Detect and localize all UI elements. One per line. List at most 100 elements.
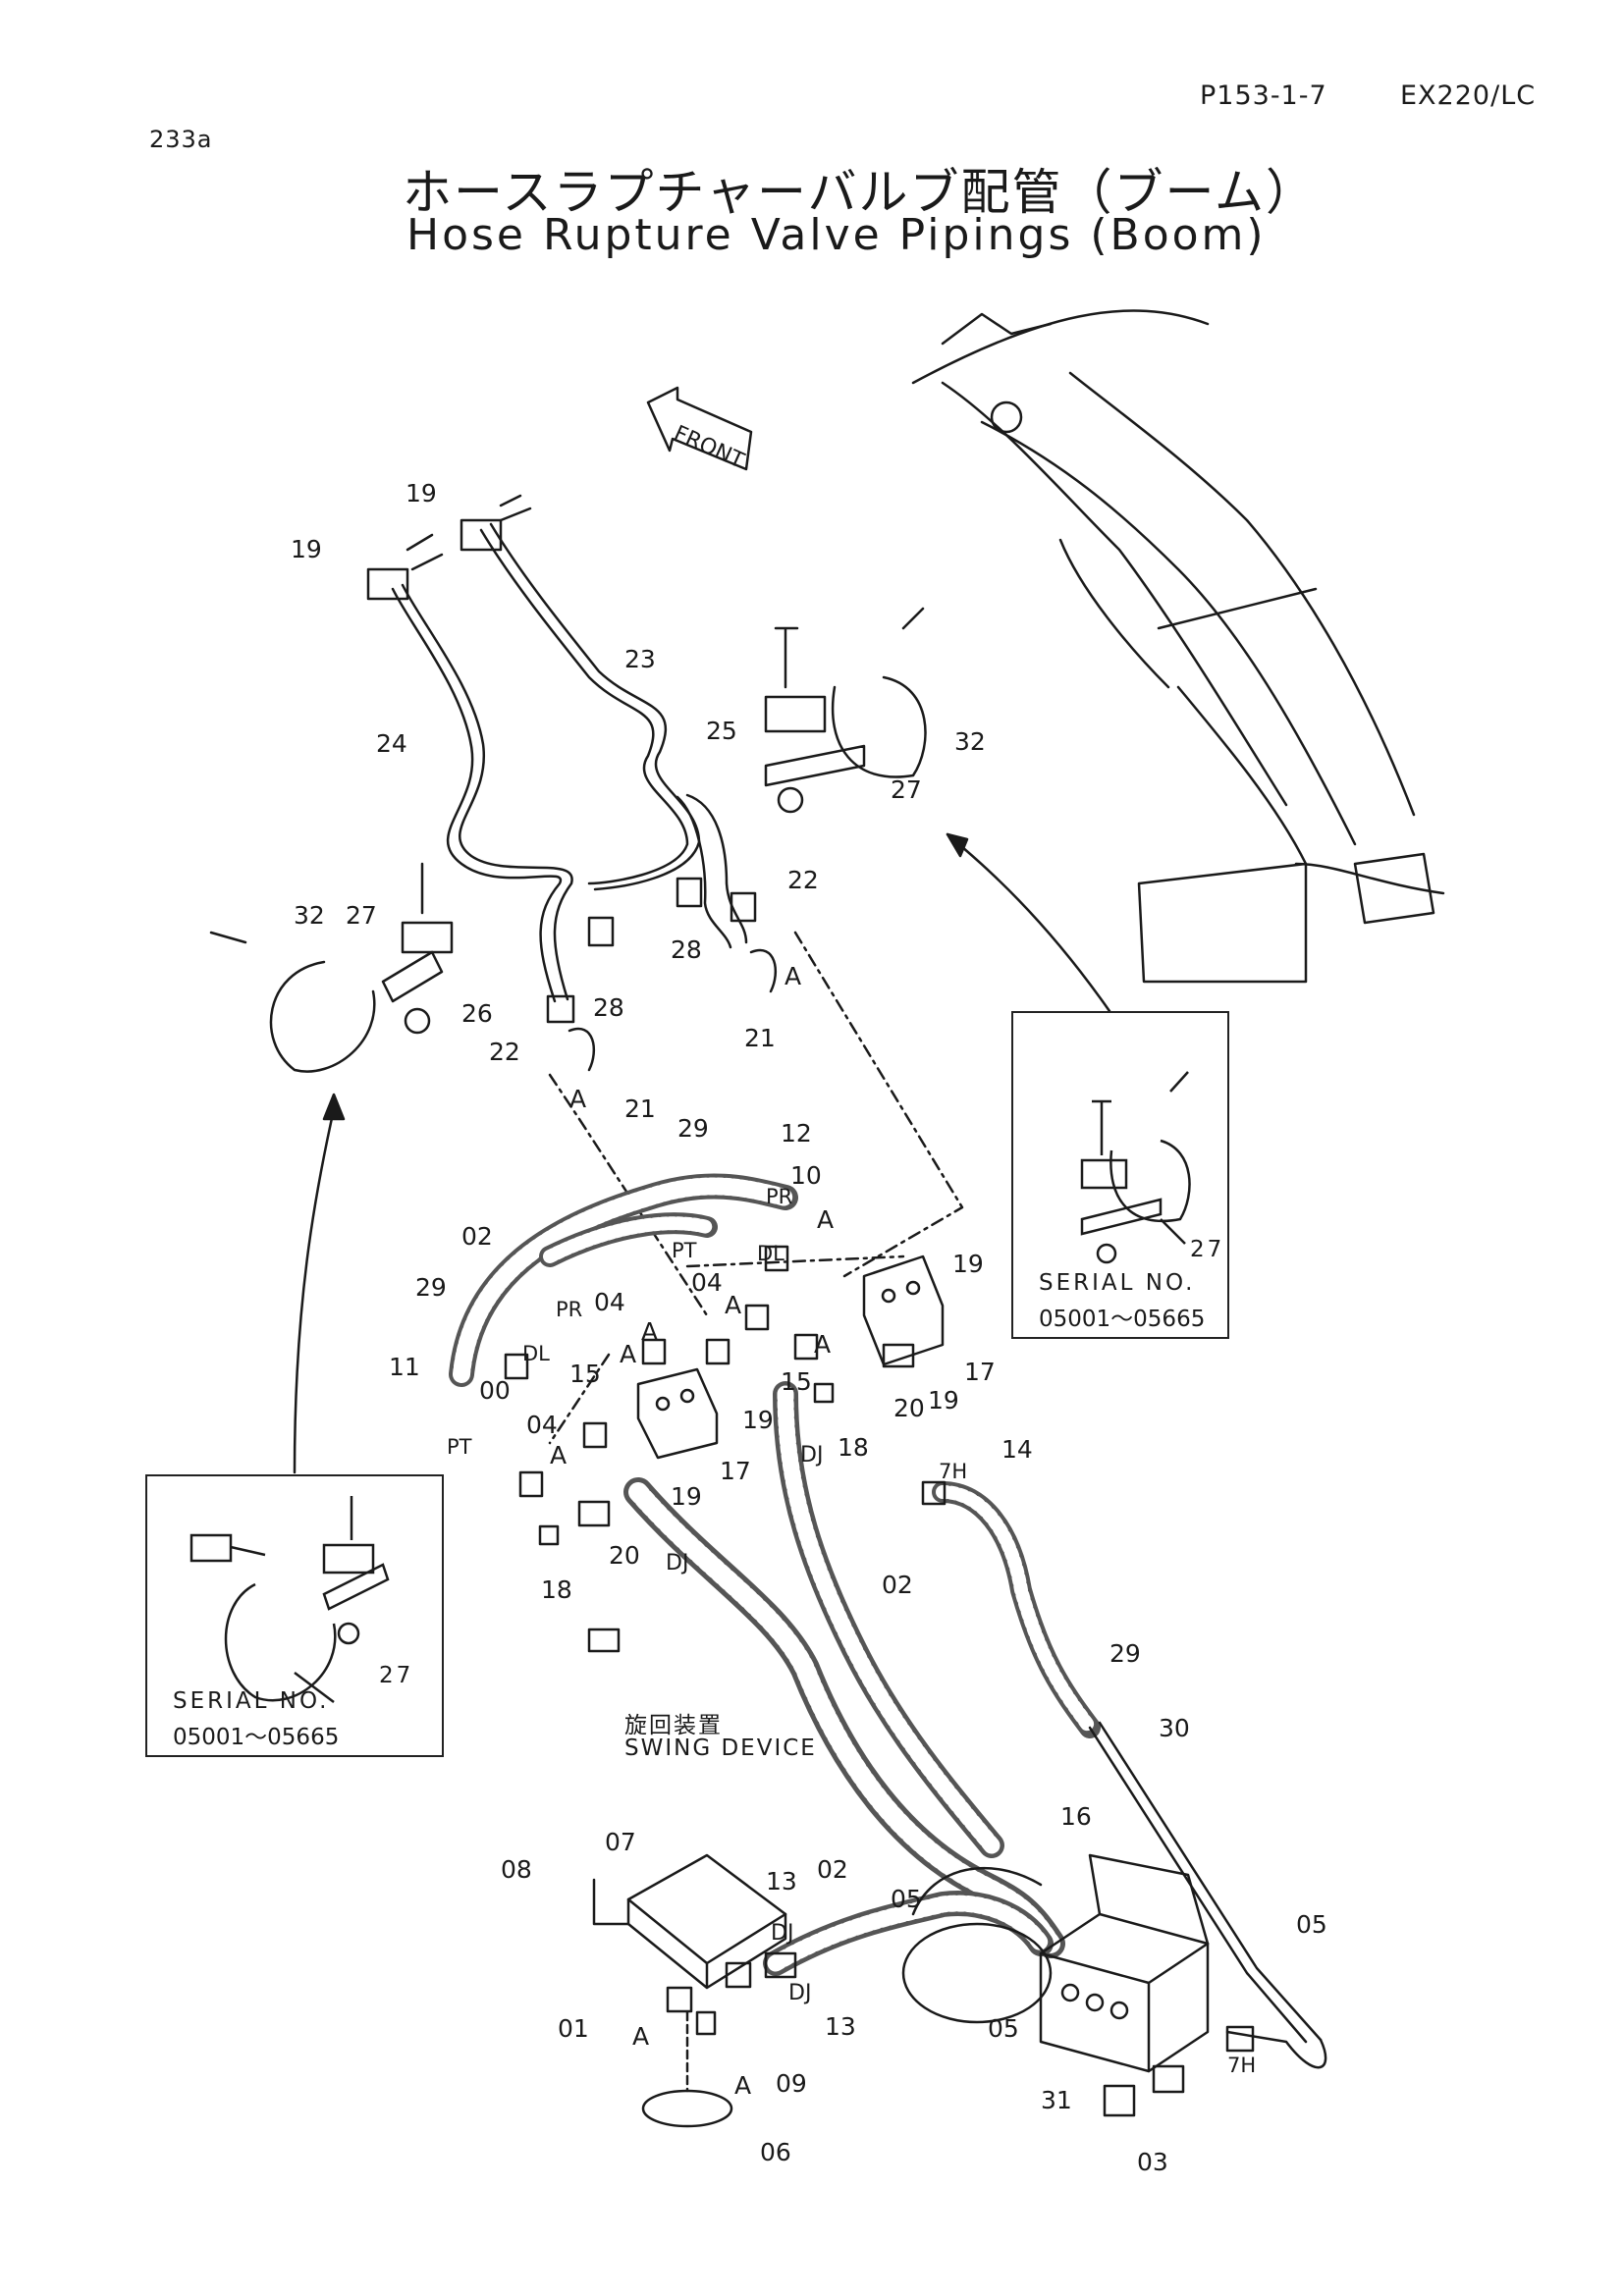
callout-label: 23 xyxy=(624,645,656,673)
callout-label: 05 xyxy=(988,2014,1019,2043)
callout-label: 25 xyxy=(706,717,737,745)
callout-label: 05 xyxy=(1296,1910,1327,1939)
elbow-21a xyxy=(749,948,778,993)
callout-label: 15 xyxy=(569,1360,601,1388)
callout-label: 19 xyxy=(952,1250,984,1278)
valve-block-17b xyxy=(636,1367,719,1460)
front-arrow-icon: FRONT xyxy=(646,386,753,474)
swing-device-label-en: SWING DEVICE xyxy=(624,1735,817,1761)
pipe-23 xyxy=(479,528,689,885)
callout-label: 00 xyxy=(479,1376,511,1405)
callout-label: DL xyxy=(757,1242,784,1265)
callout-label: 24 xyxy=(376,729,407,758)
callout-label: PT xyxy=(447,1435,472,1459)
fitting-28a xyxy=(676,877,703,908)
callout-label: 04 xyxy=(526,1411,558,1439)
callout-label: DL xyxy=(522,1342,550,1365)
callout-label: A xyxy=(620,1340,637,1368)
callout-label: A xyxy=(784,962,802,990)
clamp-assembly-left xyxy=(209,862,454,1073)
inset-right-serial-range: 05001～05665 xyxy=(1039,1307,1206,1332)
title-english: Hose Rupture Valve Pipings (Boom) xyxy=(406,210,1267,260)
callout-label: 21 xyxy=(624,1095,656,1123)
callout-label: PR xyxy=(556,1298,583,1321)
fitting-28c xyxy=(587,916,615,947)
model-code: EX220/LC xyxy=(1400,80,1537,111)
callout-label: 20 xyxy=(609,1541,640,1570)
callout-label: 19 xyxy=(671,1482,702,1511)
callout-label: 04 xyxy=(691,1268,723,1297)
callout-label: 27 xyxy=(346,901,377,930)
callout-label: 09 xyxy=(776,2069,807,2098)
callout-label: 06 xyxy=(760,2138,791,2166)
callout-label: PR xyxy=(766,1185,793,1208)
callout-label: DJ xyxy=(800,1443,824,1468)
callout-label: 13 xyxy=(825,2012,856,2041)
elbow-21b xyxy=(568,1027,596,1072)
callout-label: A xyxy=(569,1085,587,1113)
callout-label: DJ xyxy=(788,1981,812,2005)
callout-label: 7H xyxy=(1227,2054,1257,2077)
callout-label: 14 xyxy=(1001,1435,1033,1464)
callout-label: 07 xyxy=(605,1828,636,1856)
callout-label: 32 xyxy=(294,901,325,930)
callout-label: 12 xyxy=(781,1119,812,1148)
callout-label: 03 xyxy=(1137,2148,1168,2176)
callout-label: PT xyxy=(672,1239,697,1262)
callout-label: 29 xyxy=(1109,1639,1141,1668)
callout-label: 32 xyxy=(954,727,986,756)
inset-left-part: 27 xyxy=(379,1663,414,1688)
callout-label: 29 xyxy=(677,1114,709,1143)
callout-label: 28 xyxy=(593,993,624,1022)
swing-device xyxy=(901,1922,1053,2024)
callout-label: 22 xyxy=(787,866,819,894)
callout-label: 17 xyxy=(964,1358,996,1386)
clamp-19a xyxy=(366,567,409,601)
callout-label: A xyxy=(641,1317,659,1346)
callout-label: 29 xyxy=(415,1273,447,1302)
inset-left-serial-label: SERIAL NO. xyxy=(173,1688,330,1714)
inset-left-serial-range: 05001～05665 xyxy=(173,1725,340,1750)
callout-label: 13 xyxy=(766,1867,797,1896)
fitting-26 xyxy=(546,994,575,1024)
callout-label: A xyxy=(814,1330,832,1359)
callout-label: DJ xyxy=(666,1551,689,1575)
callout-label: 18 xyxy=(838,1433,869,1462)
callout-label: 19 xyxy=(291,535,322,563)
base-plate-06 xyxy=(641,2089,733,2128)
pipe-25 xyxy=(685,793,748,944)
inset-serial-right: 27 SERIAL NO. 05001～05665 xyxy=(1011,1011,1229,1339)
callout-label: 17 xyxy=(720,1457,751,1485)
inset-right-serial-label: SERIAL NO. xyxy=(1039,1270,1196,1296)
callout-label: 7H xyxy=(939,1460,968,1483)
inset-left-drawing xyxy=(189,1496,390,1703)
callout-label: 22 xyxy=(489,1038,520,1066)
callout-label: 20 xyxy=(893,1394,925,1422)
callout-label: 27 xyxy=(891,775,922,804)
callout-label: 11 xyxy=(389,1353,420,1381)
callout-label: 10 xyxy=(790,1161,822,1190)
callout-label: 19 xyxy=(742,1406,774,1434)
callout-label: 16 xyxy=(1060,1802,1092,1831)
clamp-19b xyxy=(460,518,503,552)
part-code: P153-1-7 xyxy=(1200,80,1327,111)
callout-label: 01 xyxy=(558,2014,589,2043)
callout-label: 19 xyxy=(928,1386,959,1415)
callout-label: 21 xyxy=(744,1024,776,1052)
callout-label: 08 xyxy=(501,1855,532,1884)
callout-label: 04 xyxy=(594,1288,625,1316)
clamp-assembly-upper xyxy=(764,607,927,814)
callout-label: 19 xyxy=(406,479,437,507)
swing-device-label-jp: 旋回装置 xyxy=(624,1713,723,1738)
callout-label: A xyxy=(725,1291,742,1319)
callout-label: 05 xyxy=(891,1885,922,1913)
inset-right-part: 27 xyxy=(1190,1237,1225,1262)
callout-label: 30 xyxy=(1159,1714,1190,1742)
inset-right-drawing xyxy=(1080,1071,1191,1264)
callout-label: A xyxy=(550,1441,568,1469)
front-label: FRONT xyxy=(670,421,747,474)
callout-label: 02 xyxy=(461,1222,493,1251)
callout-label: A xyxy=(734,2071,752,2100)
fitting-28b xyxy=(730,891,757,923)
